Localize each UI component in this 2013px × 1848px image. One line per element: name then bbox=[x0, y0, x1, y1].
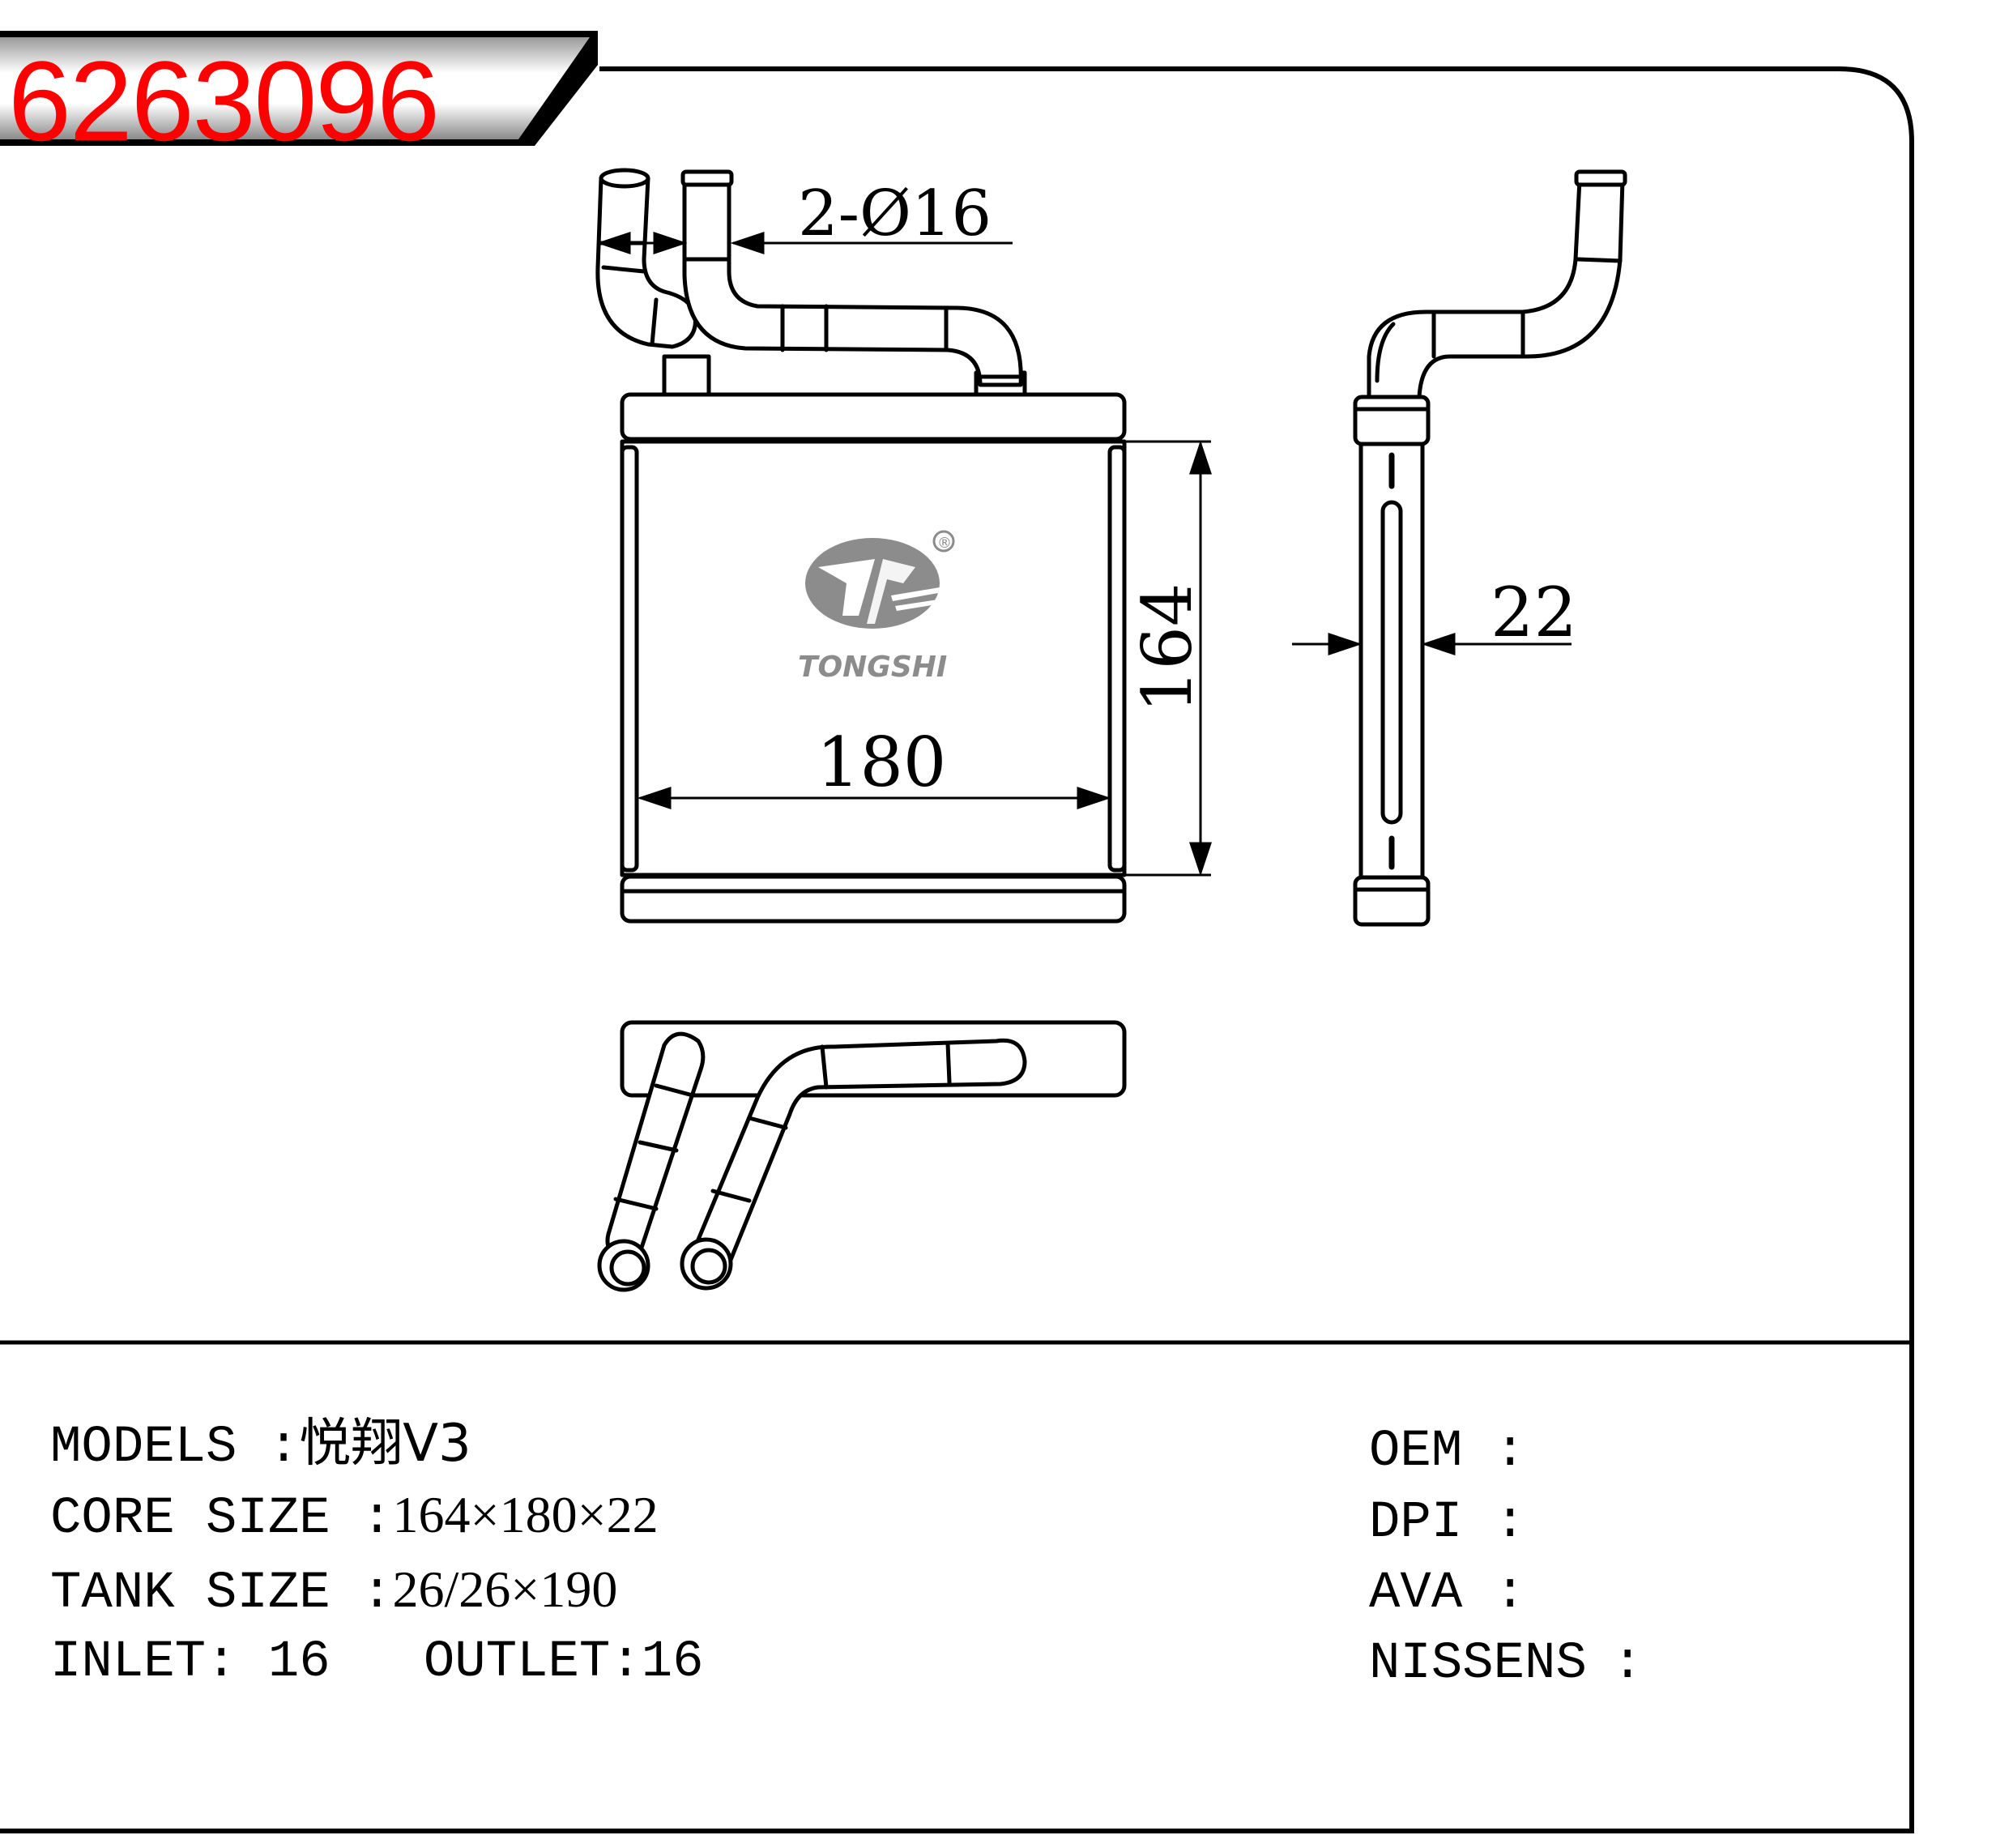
side-slot bbox=[1380, 500, 1403, 825]
ref-nissens: NISSENS: bbox=[1369, 1635, 1643, 1693]
spec-tank-size: TANK SIZE :26/26×190 bbox=[50, 1564, 617, 1620]
models-label: MODELS : bbox=[50, 1419, 300, 1477]
outlet-value: 16 bbox=[641, 1633, 704, 1692]
top-tank bbox=[620, 392, 1127, 442]
ava-separator: : bbox=[1495, 1564, 1526, 1623]
oem-label: OEM bbox=[1369, 1423, 1463, 1481]
tank-size-value: 26/26×190 bbox=[392, 1560, 618, 1618]
spec-models: MODELS :悦翔V3 bbox=[50, 1418, 471, 1474]
outlet-label: OUTLET: bbox=[423, 1633, 642, 1692]
pipe-right bbox=[682, 177, 1023, 387]
height-dimension-label: 164 bbox=[1128, 583, 1207, 713]
pipe-left bbox=[595, 176, 697, 349]
core-size-label: CORE SIZE : bbox=[50, 1490, 393, 1548]
pipe-left-end bbox=[599, 168, 650, 189]
tongshi-logo: ® TONGSHI bbox=[798, 530, 955, 684]
pipe-stub-left bbox=[662, 354, 711, 397]
side-core bbox=[1358, 442, 1425, 880]
tank-size-label: TANK SIZE : bbox=[50, 1564, 393, 1623]
models-value: 悦翔V3 bbox=[299, 1414, 471, 1474]
pipe-right-end bbox=[680, 169, 734, 187]
side-bottom-tank bbox=[1353, 875, 1431, 927]
thickness-dimension-label: 22 bbox=[1491, 573, 1577, 652]
dpi-label: DPI bbox=[1369, 1494, 1463, 1552]
nissens-separator: : bbox=[1612, 1635, 1644, 1693]
ref-oem: OEM: bbox=[1369, 1423, 1525, 1481]
inlet-label: INLET: bbox=[50, 1633, 237, 1692]
ref-ava: AVA: bbox=[1369, 1568, 1525, 1620]
nissens-label: NISSENS bbox=[1369, 1635, 1587, 1693]
core-side-right bbox=[1107, 445, 1127, 873]
ref-dpi: DPI: bbox=[1369, 1494, 1525, 1552]
front-dimensions bbox=[596, 243, 1212, 877]
width-dimension-label: 180 bbox=[817, 723, 946, 802]
frame-border bbox=[0, 66, 1914, 1833]
top-view bbox=[597, 1020, 1127, 1292]
part-number-banner bbox=[0, 31, 598, 146]
oem-separator: : bbox=[1495, 1423, 1526, 1481]
inlet-value: 16 bbox=[267, 1633, 331, 1692]
pipe-diameter-label: 2-Ø16 bbox=[798, 177, 992, 250]
part-number: 6263096 bbox=[8, 37, 440, 164]
spec-core-size: CORE SIZE :164×180×22 bbox=[50, 1486, 659, 1548]
registered-mark-icon bbox=[932, 530, 955, 553]
core-side-left bbox=[620, 445, 639, 873]
registered-mark: ® bbox=[937, 535, 952, 552]
side-pipe bbox=[1367, 177, 1625, 399]
side-top-tank bbox=[1353, 395, 1431, 446]
side-pipe-end bbox=[1574, 169, 1627, 187]
core-size-value: 164×180×22 bbox=[392, 1486, 659, 1543]
brand-name: TONGSHI bbox=[798, 651, 947, 684]
ava-label: AVA bbox=[1369, 1564, 1463, 1623]
dpi-separator: : bbox=[1495, 1494, 1526, 1552]
side-view bbox=[1353, 169, 1627, 927]
spec-inlet-outlet: INLET: 16 OUTLET:16 bbox=[50, 1637, 704, 1688]
bottom-tank bbox=[620, 874, 1127, 924]
